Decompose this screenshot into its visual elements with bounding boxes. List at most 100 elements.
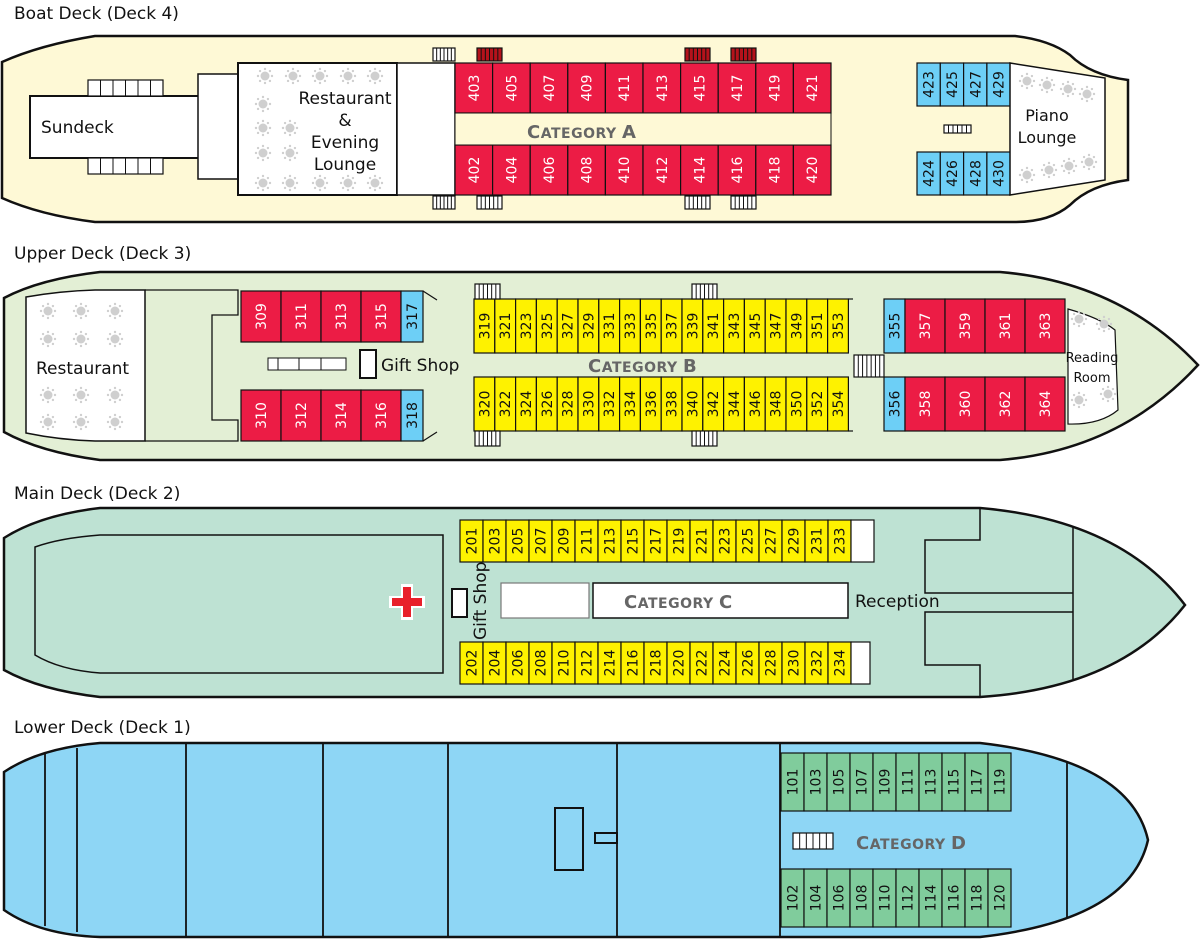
cabin-115[interactable]: 115 (941, 752, 966, 812)
cabin-227[interactable]: 227 (758, 519, 783, 563)
cabin-315[interactable]: 315 (360, 290, 402, 343)
cabin-104[interactable]: 104 (803, 868, 828, 928)
cabin-337[interactable]: 337 (660, 298, 683, 354)
cabin-224[interactable]: 224 (712, 641, 737, 685)
cabin-412[interactable]: 412 (642, 144, 682, 196)
cabin-416[interactable]: 416 (717, 144, 757, 196)
cabin-326[interactable]: 326 (535, 376, 558, 432)
cabin-358[interactable]: 358 (904, 376, 946, 432)
cabin-356[interactable]: 356 (883, 376, 906, 432)
cabin-410[interactable]: 410 (604, 144, 644, 196)
cabin-232[interactable]: 232 (804, 641, 829, 685)
cabin-411[interactable]: 411 (604, 62, 644, 114)
cabin-108[interactable]: 108 (849, 868, 874, 928)
cabin-116[interactable]: 116 (941, 868, 966, 928)
cabin-343[interactable]: 343 (722, 298, 745, 354)
cabin-329[interactable]: 329 (577, 298, 600, 354)
cabin-314[interactable]: 314 (320, 389, 362, 442)
cabin-414[interactable]: 414 (679, 144, 719, 196)
cabin-221[interactable]: 221 (689, 519, 714, 563)
cabin-217[interactable]: 217 (643, 519, 668, 563)
reception-label[interactable]: Reception (855, 592, 940, 612)
gift-shop-label[interactable]: Gift Shop (471, 562, 491, 640)
cabin-361[interactable]: 361 (984, 298, 1026, 354)
reading-room-area[interactable] (1067, 308, 1119, 425)
cabin-346[interactable]: 346 (743, 376, 766, 432)
cabin-230[interactable]: 230 (781, 641, 806, 685)
cabin-220[interactable]: 220 (666, 641, 691, 685)
cabin-355[interactable]: 355 (883, 298, 906, 354)
cabin-360[interactable]: 360 (944, 376, 986, 432)
cabin-214[interactable]: 214 (597, 641, 622, 685)
cabin-336[interactable]: 336 (639, 376, 662, 432)
cabin-113[interactable]: 113 (918, 752, 943, 812)
cabin-338[interactable]: 338 (660, 376, 683, 432)
cabin-403[interactable]: 403 (454, 62, 494, 114)
cabin-357[interactable]: 357 (904, 298, 946, 354)
cabin-226[interactable]: 226 (735, 641, 760, 685)
cabin-320[interactable]: 320 (473, 376, 496, 432)
cabin-202[interactable]: 202 (459, 641, 484, 685)
cabin-408[interactable]: 408 (567, 144, 606, 196)
cabin-333[interactable]: 333 (618, 298, 641, 354)
cabin-427[interactable]: 427 (962, 62, 988, 107)
cabin-109[interactable]: 109 (872, 752, 897, 812)
cabin-425[interactable]: 425 (939, 62, 965, 107)
cabin-201[interactable]: 201 (459, 519, 484, 563)
cabin-212[interactable]: 212 (574, 641, 599, 685)
gift-shop-label[interactable]: Gift Shop (381, 356, 459, 376)
cabin-424[interactable]: 424 (916, 151, 941, 196)
cabin-111[interactable]: 111 (895, 752, 920, 812)
cabin-103[interactable]: 103 (803, 752, 828, 812)
cabin-350[interactable]: 350 (785, 376, 808, 432)
cabin-341[interactable]: 341 (702, 298, 725, 354)
cabin-207[interactable]: 207 (528, 519, 553, 563)
cabin-213[interactable]: 213 (597, 519, 622, 563)
cabin-404[interactable]: 404 (492, 144, 531, 196)
cabin-352[interactable]: 352 (806, 376, 829, 432)
cabin-313[interactable]: 313 (320, 290, 362, 343)
cabin-321[interactable]: 321 (494, 298, 517, 354)
cabin-402[interactable]: 402 (454, 144, 494, 196)
cabin-347[interactable]: 347 (764, 298, 787, 354)
cabin-223[interactable]: 223 (712, 519, 737, 563)
cabin-210[interactable]: 210 (551, 641, 576, 685)
cabin-211[interactable]: 211 (574, 519, 599, 563)
cabin-208[interactable]: 208 (528, 641, 553, 685)
cabin-206[interactable]: 206 (505, 641, 530, 685)
cabin-407[interactable]: 407 (529, 62, 569, 114)
cabin-203[interactable]: 203 (482, 519, 507, 563)
cabin-353[interactable]: 353 (826, 298, 849, 354)
cabin-340[interactable]: 340 (681, 376, 704, 432)
cabin-325[interactable]: 325 (535, 298, 558, 354)
cabin-332[interactable]: 332 (598, 376, 621, 432)
cabin-349[interactable]: 349 (785, 298, 808, 354)
cabin-351[interactable]: 351 (806, 298, 829, 354)
cabin-312[interactable]: 312 (280, 389, 322, 442)
cabin-339[interactable]: 339 (681, 298, 704, 354)
cabin-327[interactable]: 327 (556, 298, 579, 354)
cabin-418[interactable]: 418 (755, 144, 794, 196)
cabin-420[interactable]: 420 (792, 144, 832, 196)
cabin-363[interactable]: 363 (1024, 298, 1066, 354)
cabin-345[interactable]: 345 (743, 298, 766, 354)
cabin-409[interactable]: 409 (567, 62, 606, 114)
cabin-231[interactable]: 231 (804, 519, 829, 563)
lounge-area[interactable] (34, 534, 444, 674)
cabin-413[interactable]: 413 (642, 62, 682, 114)
cabin-102[interactable]: 102 (780, 868, 805, 928)
cabin-323[interactable]: 323 (514, 298, 537, 354)
cabin-229[interactable]: 229 (781, 519, 806, 563)
cabin-107[interactable]: 107 (849, 752, 874, 812)
cabin-342[interactable]: 342 (702, 376, 725, 432)
cabin-204[interactable]: 204 (482, 641, 507, 685)
cabin-364[interactable]: 364 (1024, 376, 1066, 432)
cabin-118[interactable]: 118 (964, 868, 989, 928)
cabin-225[interactable]: 225 (735, 519, 760, 563)
cabin-209[interactable]: 209 (551, 519, 576, 563)
cabin-106[interactable]: 106 (826, 868, 851, 928)
cabin-218[interactable]: 218 (643, 641, 668, 685)
cabin-117[interactable]: 117 (964, 752, 989, 812)
cabin-317[interactable]: 317 (400, 290, 424, 343)
cabin-429[interactable]: 429 (986, 62, 1011, 107)
